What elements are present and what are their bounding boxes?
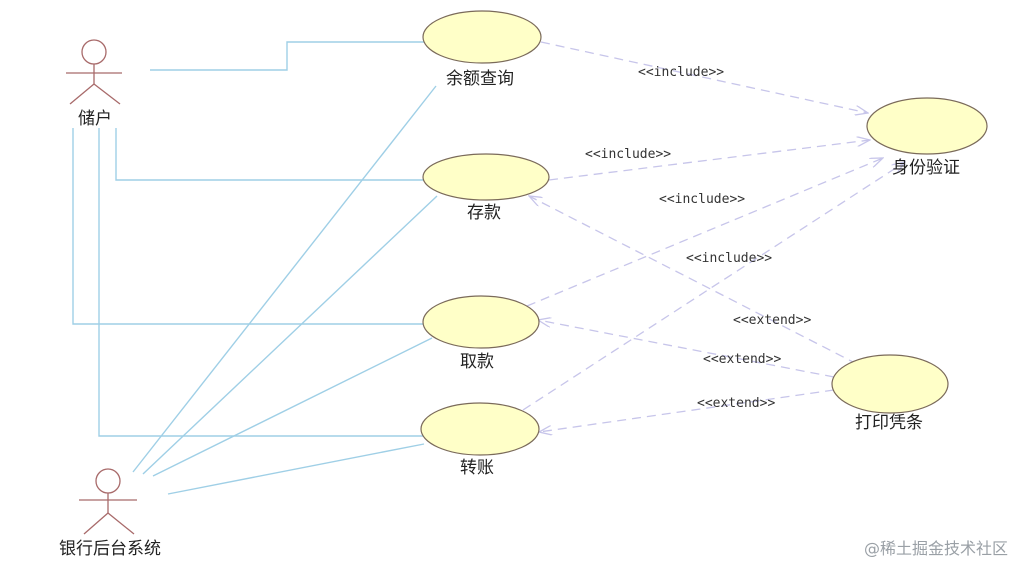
- extend-label-1: <<extend>>: [733, 313, 811, 328]
- label-deposit: 存款: [467, 203, 501, 223]
- actor-depositor[interactable]: [66, 39, 122, 105]
- include-label-4: <<include>>: [686, 251, 772, 266]
- usecase-balance-query[interactable]: [422, 10, 542, 64]
- actor-depositor-leg-left: [69, 83, 95, 105]
- include-withdraw-identity: [526, 158, 883, 307]
- stereotype-labels: <<include>> <<include>> <<include>> <<in…: [585, 65, 811, 411]
- extend-print-transfer: [539, 389, 835, 432]
- use-cases: [420, 10, 988, 456]
- assoc-backend-balance: [132, 85, 437, 473]
- label-transfer: 转账: [460, 458, 494, 478]
- include-label-3: <<include>>: [659, 192, 745, 207]
- usecase-transfer[interactable]: [420, 402, 540, 456]
- assoc-depositor-deposit: [115, 128, 424, 181]
- usecase-identity-verification[interactable]: [866, 97, 988, 155]
- assoc-depositor-withdraw: [72, 128, 424, 325]
- extend-label-3: <<extend>>: [697, 396, 775, 411]
- assoc-depositor-transfer: [98, 128, 424, 437]
- assoc-backend-transfer: [167, 443, 425, 495]
- extend-label-2: <<extend>>: [703, 352, 781, 367]
- dependency-lines: [522, 41, 905, 432]
- label-withdraw: 取款: [460, 352, 494, 372]
- assoc-depositor-balance: [150, 41, 424, 71]
- actor-depositor-leg-right: [93, 83, 121, 105]
- extend-print-deposit: [529, 196, 858, 365]
- usecase-deposit[interactable]: [422, 153, 550, 201]
- label-print-receipt: 打印凭条: [855, 413, 923, 433]
- watermark-text: @稀土掘金技术社区: [864, 539, 1008, 558]
- include-balance-identity: [540, 41, 868, 113]
- label-balance-query: 余额查询: [446, 69, 514, 89]
- assoc-backend-withdraw: [152, 337, 433, 477]
- actor-bank-backend[interactable]: [79, 468, 137, 535]
- association-lines: [72, 41, 438, 495]
- actor-bank-backend-label: 银行后台系统: [59, 539, 161, 559]
- label-identity-verification: 身份验证: [892, 158, 960, 178]
- actor-bank-backend-leg-right: [107, 512, 135, 535]
- assoc-backend-deposit: [142, 195, 438, 475]
- use-case-labels: 余额查询 存款 取款 转账 身份验证 打印凭条: [446, 69, 960, 478]
- usecase-withdraw[interactable]: [422, 295, 540, 349]
- actor-depositor-head: [81, 39, 107, 65]
- actor-bank-backend-head: [95, 468, 121, 494]
- include-deposit-identity: [548, 140, 870, 181]
- include-transfer-identity: [522, 162, 905, 411]
- extend-print-withdraw: [538, 320, 835, 378]
- usecase-print-receipt[interactable]: [831, 354, 949, 414]
- include-label-1: <<include>>: [638, 65, 724, 80]
- actor-bank-backend-leg-left: [83, 512, 109, 535]
- include-label-2: <<include>>: [585, 147, 671, 162]
- actor-depositor-label: 储户: [78, 109, 112, 129]
